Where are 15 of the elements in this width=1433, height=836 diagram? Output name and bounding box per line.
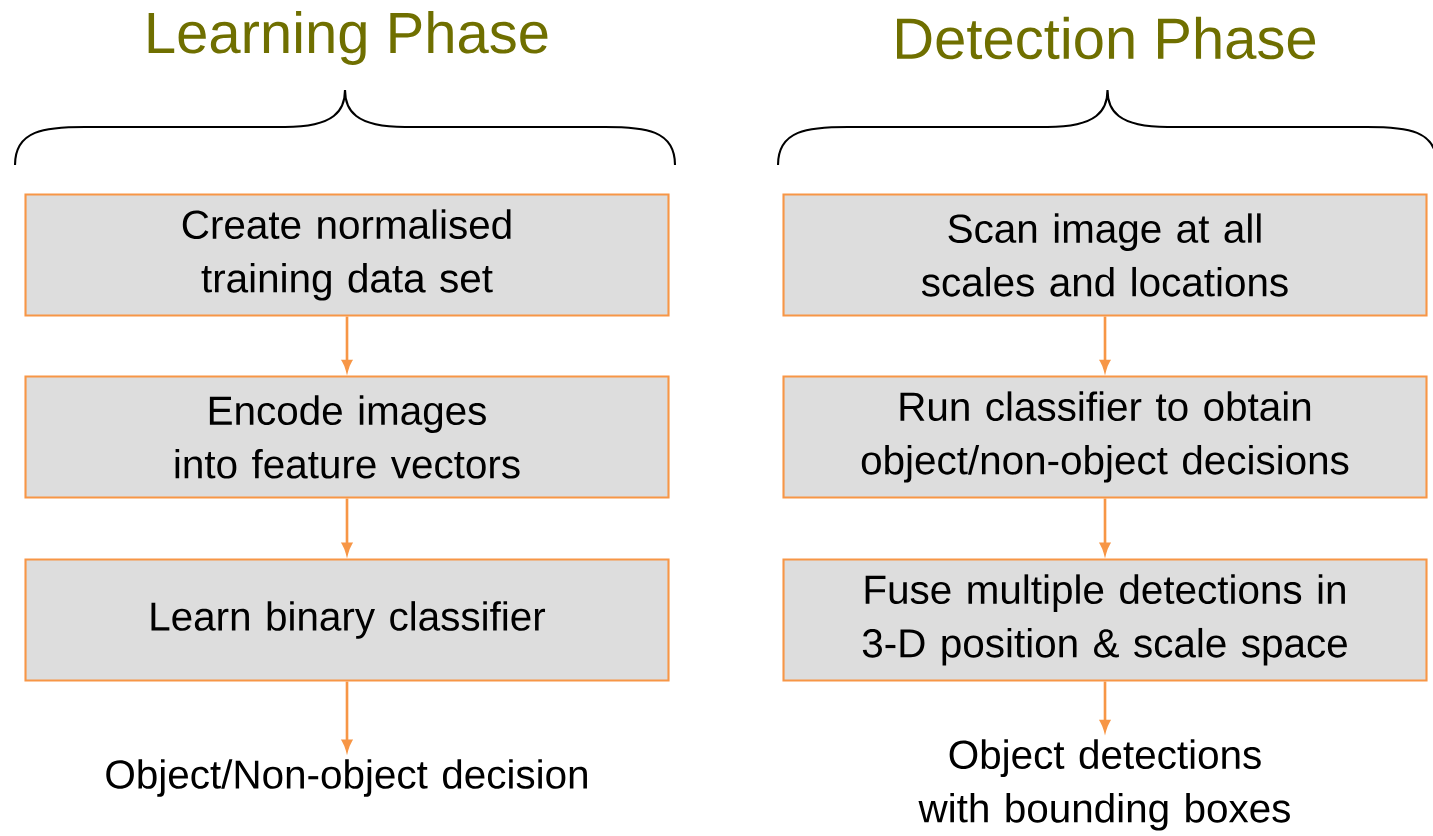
result-text: Object detections with bounding boxes (918, 739, 1290, 831)
arrow (1099, 498, 1111, 555)
arrow (1099, 316, 1111, 372)
arrow (341, 316, 353, 372)
process-box: Fuse multiple detections in 3-D position & scale space (782, 558, 1428, 682)
process-box: Learn binary classifier (24, 558, 670, 682)
phase-title: Learning Phase (148, 10, 548, 66)
arrow (341, 681, 353, 752)
arrow (341, 498, 353, 555)
process-box: Create normalised training data set (24, 193, 670, 317)
process-box: Encode images into feature vectors (24, 375, 670, 499)
process-box: Scan image at all scales and locations (782, 193, 1428, 317)
phase-title: Detection Phase (897, 16, 1316, 60)
result-text: Object/Non-object decision (106, 759, 587, 797)
process-box: Run classifier to obtain object/non-object decisions (782, 375, 1428, 499)
